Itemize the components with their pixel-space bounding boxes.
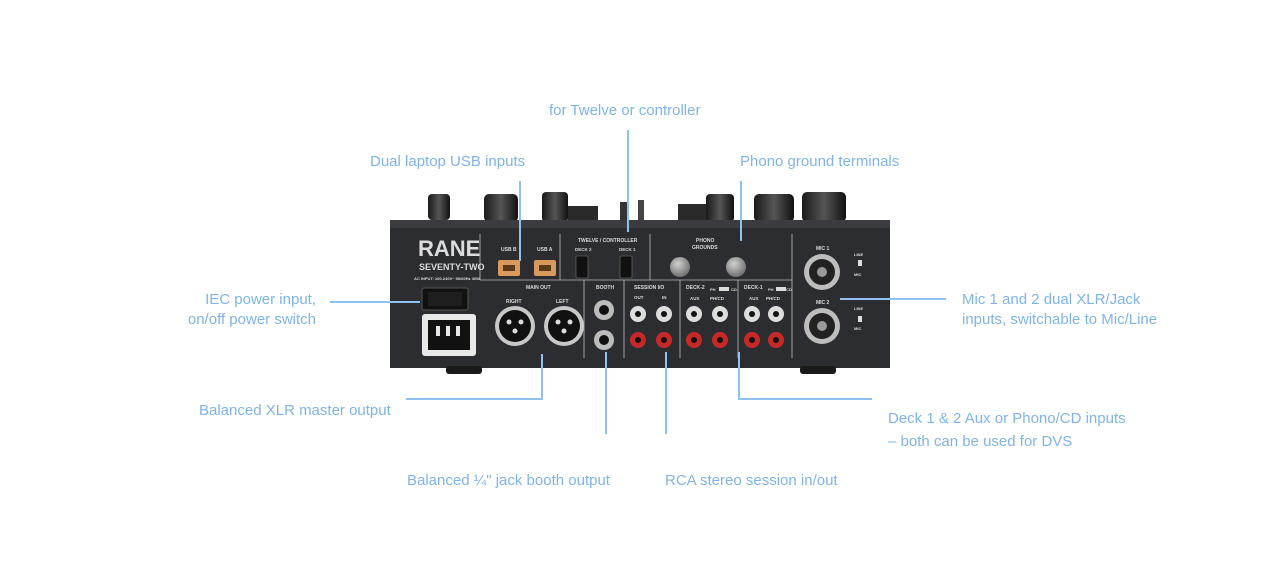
main-out-label: MAIN OUT: [526, 285, 551, 291]
mic2-mic-label: MIC: [854, 326, 861, 331]
deck1-usb-label: DECK 1: [619, 247, 636, 252]
usb-deck2-port: [575, 255, 589, 279]
ground-terminal-1: [670, 257, 690, 277]
booth-label: BOOTH: [596, 285, 614, 291]
mic1-mic-label: MIC: [854, 272, 861, 277]
deck1-phcd-label: PH/CD: [766, 296, 781, 301]
session-rca-jacks: [630, 306, 672, 348]
session-io-label: SESSION I/O: [634, 285, 664, 291]
leader-line-booth: [605, 352, 607, 434]
callout-mic: Mic 1 and 2 dual XLR/Jack inputs, switch…: [962, 290, 1157, 330]
callout-iec: IEC power input, on/off power switch: [160, 290, 316, 330]
callout-iec-line2: on/off power switch: [187, 311, 316, 328]
leader-line-deck-vertical: [738, 352, 740, 400]
ground-terminal-2: [726, 257, 746, 277]
callout-booth: Balanced ¼" jack booth output: [407, 472, 610, 489]
mic2-line-label: LINE: [854, 306, 863, 311]
model-name: SEVENTY-TWO: [419, 262, 485, 272]
twelve-controller-label: TWELVE / CONTROLLER: [578, 238, 638, 244]
leader-line-phono-ground: [740, 181, 742, 241]
mic1-label: MIC 1: [816, 246, 830, 252]
grounds-label: GROUNDS: [692, 245, 718, 251]
deck2-label: DECK-2: [686, 285, 705, 291]
deck1-rca-jacks: [744, 306, 784, 348]
session-out-label: OUT: [634, 295, 644, 300]
right-label: RIGHT: [506, 299, 522, 305]
mixer-rear-panel: RANE SEVENTY-TWO AC INPUT: 100-240V~ 50/…: [388, 188, 892, 380]
leader-line-mic: [840, 298, 946, 300]
top-knobs: [428, 192, 846, 222]
usb-b-label: USB B: [501, 247, 517, 253]
deck2-rca-jacks: [686, 306, 728, 348]
deck1-cd-label: CD: [786, 287, 792, 292]
mic1-line-label: LINE: [854, 252, 863, 257]
session-in-label: IN: [662, 295, 667, 300]
callout-iec-line1: IEC power input,: [205, 291, 316, 308]
callout-deck-line2: – both can be used for DVS: [888, 433, 1073, 450]
xlr-left-output: [544, 306, 584, 346]
deck2-aux-label: AUX: [690, 296, 700, 301]
ac-input-label: AC INPUT: 100-240V~ 50/60Hz 30W: [414, 276, 480, 281]
brand-logo: RANE: [418, 236, 480, 261]
usb-a-label: USB A: [537, 247, 553, 253]
mic2-label: MIC 2: [816, 300, 830, 306]
leader-line-session: [665, 352, 667, 434]
leader-line-iec: [330, 301, 420, 303]
leader-line-usb: [519, 181, 521, 261]
leader-line-xlr-vertical: [541, 354, 543, 400]
phono-label: PHONO: [696, 238, 714, 244]
callout-phono-ground: Phono ground terminals: [740, 153, 900, 170]
callout-deck: Deck 1 & 2 Aux or Phono/CD inputs – both…: [888, 409, 1126, 452]
mixer-illustration: RANE SEVENTY-TWO AC INPUT: 100-240V~ 50/…: [390, 192, 890, 374]
deck1-label: DECK-1: [744, 285, 763, 291]
mic1-combo-jack: [804, 254, 840, 290]
deck1-ph-label: PH: [768, 287, 774, 292]
deck2-ph-label: PH: [710, 287, 716, 292]
deck1-aux-label: AUX: [749, 296, 759, 301]
deck2-cd-label: CD: [731, 287, 737, 292]
callout-controller: for Twelve or controller: [549, 102, 701, 119]
leader-line-xlr-horizontal: [406, 398, 543, 400]
callout-mic-line2: inputs, switchable to Mic/Line: [962, 311, 1158, 328]
leader-line-controller: [627, 130, 629, 232]
callout-xlr-master: Balanced XLR master output: [199, 402, 391, 419]
deck2-usb-label: DECK 2: [575, 247, 592, 252]
deck2-phcd-label: PH/CD: [710, 296, 725, 301]
callout-deck-line1: Deck 1 & 2 Aux or Phono/CD inputs: [888, 410, 1126, 427]
mic2-combo-jack: [804, 308, 840, 344]
callout-usb: Dual laptop USB inputs: [370, 153, 526, 170]
callout-session: RCA stereo session in/out: [665, 472, 838, 489]
left-label: LEFT: [556, 299, 569, 305]
leader-line-deck-horizontal: [738, 398, 872, 400]
xlr-right-output: [495, 306, 535, 346]
usb-deck1-port: [619, 255, 633, 279]
callout-mic-line1: Mic 1 and 2 dual XLR/Jack: [962, 291, 1141, 308]
